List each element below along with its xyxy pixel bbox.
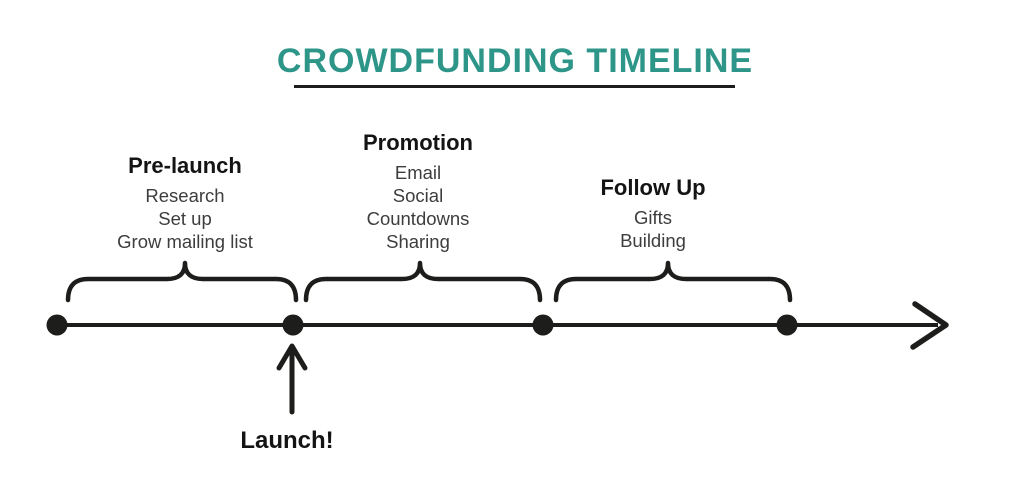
phase-title: Promotion: [363, 130, 473, 155]
brace-follow-up-icon: [553, 260, 793, 303]
page-title: CROWDFUNDING TIMELINE: [276, 42, 754, 80]
phase-promotion: Promotion Email Social Countdowns Sharin…: [308, 130, 528, 253]
phase-item: Sharing: [386, 231, 450, 252]
phase-title: Follow Up: [600, 175, 706, 200]
timeline-dot: [776, 314, 798, 336]
launch-arrowhead-icon: [276, 343, 308, 371]
timeline-arrowhead-icon: [910, 301, 949, 350]
phase-pre-launch: Pre-launch Research Set up Grow mailing …: [75, 153, 295, 253]
phase-item: Email: [394, 162, 442, 183]
phase-items: Email Social Countdowns Sharing: [308, 161, 528, 253]
timeline-dot: [46, 314, 68, 336]
phase-item: Grow mailing list: [117, 231, 253, 252]
phase-item: Gifts: [633, 207, 673, 228]
phase-items: Gifts Building: [543, 206, 763, 252]
timeline-dot: [532, 314, 554, 336]
phase-item: Research: [145, 185, 225, 206]
title-underline: [294, 85, 735, 88]
phase-title: Pre-launch: [128, 153, 242, 178]
phase-item: Set up: [158, 208, 212, 229]
phase-item: Countdowns: [366, 208, 470, 229]
phase-item: Social: [392, 185, 444, 206]
phase-follow-up: Follow Up Gifts Building: [543, 175, 763, 252]
timeline-dot: [282, 314, 304, 336]
brace-promotion-icon: [303, 260, 543, 303]
brace-pre-launch-icon: [65, 260, 299, 303]
phase-items: Research Set up Grow mailing list: [75, 184, 295, 253]
phase-item: Building: [620, 230, 686, 251]
launch-label: Launch!: [240, 427, 334, 454]
